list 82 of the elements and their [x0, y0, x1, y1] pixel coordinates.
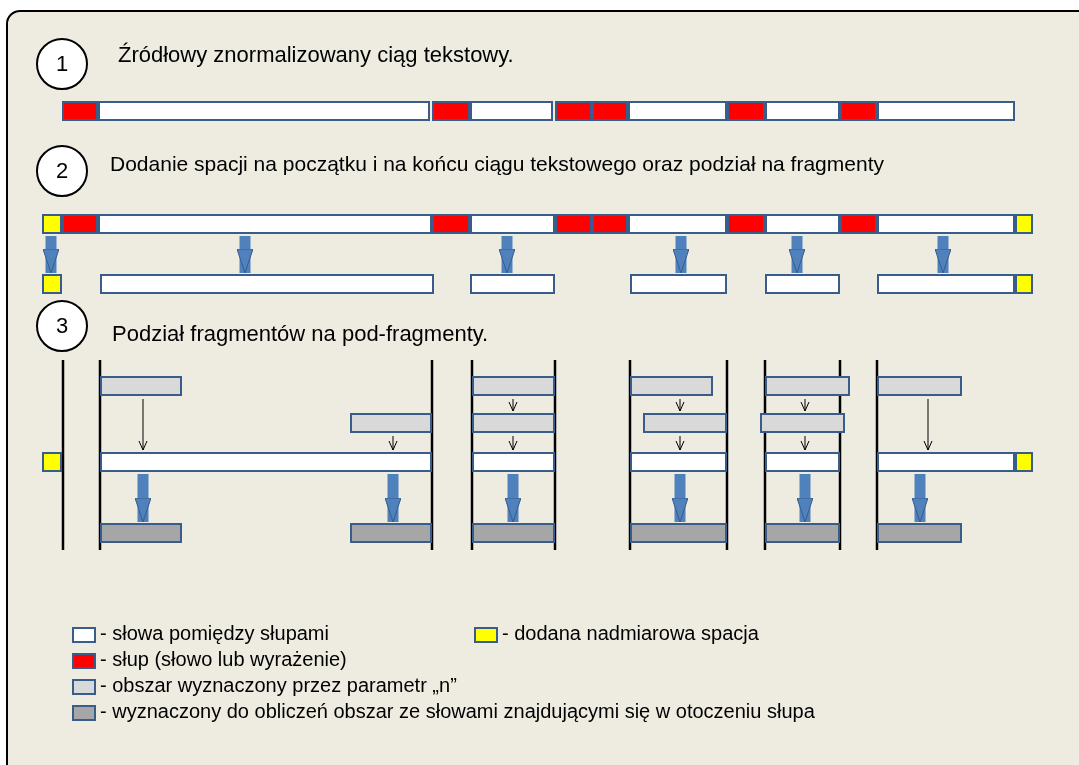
window-bar: [472, 413, 555, 433]
word-bar: [765, 214, 840, 234]
legend-text: - słup (słowo lub wyrażenie): [100, 648, 347, 671]
word-bar: [472, 452, 555, 472]
pillar-bar: [432, 214, 470, 234]
arrow: [675, 435, 685, 451]
block-arrow: [788, 236, 806, 274]
legend-text: - wyznaczony do obliczeń obszar ze słowami znajdującymi się w otoczeniu słupa: [100, 700, 815, 723]
window-bar: [472, 376, 555, 396]
legend-text: - dodana nadmiarowa spacja: [502, 622, 759, 645]
arrow: [800, 435, 810, 451]
word-bar: [765, 101, 840, 121]
window-bar: [100, 376, 182, 396]
word-bar: [877, 214, 1015, 234]
step-heading: Dodanie spacji na początku i na końcu ciągu tekstowego oraz podział na fragmenty: [110, 152, 884, 176]
word-bar: [765, 452, 840, 472]
block-arrow: [504, 474, 522, 523]
word-bar: [877, 101, 1015, 121]
pillar-bar: [62, 214, 98, 234]
context-bar: [877, 523, 962, 543]
block-arrow: [796, 474, 814, 523]
word-bar: [98, 214, 432, 234]
pillar-bar: [592, 101, 628, 121]
word-bar: [630, 452, 727, 472]
pillar-bar: [555, 101, 592, 121]
word-bar: [100, 452, 432, 472]
space-bar: [1015, 214, 1033, 234]
pillar-bar: [727, 214, 765, 234]
context-bar: [472, 523, 555, 543]
block-arrow: [911, 474, 929, 523]
word-bar: [877, 274, 1015, 294]
pillar-bar: [555, 214, 592, 234]
word-bar: [630, 274, 727, 294]
window-bar: [630, 376, 713, 396]
word-bar: [100, 274, 434, 294]
arrow: [508, 435, 518, 451]
block-arrow: [134, 474, 152, 523]
context-bar: [765, 523, 840, 543]
block-arrow: [672, 236, 690, 274]
block-arrow: [671, 474, 689, 523]
arrow: [508, 398, 518, 412]
block-arrow: [42, 236, 60, 274]
context-bar: [350, 523, 432, 543]
legend-text: - obszar wyznaczony przez parametr „n”: [100, 674, 457, 697]
pillar-bar: [62, 101, 98, 121]
space-bar: [1015, 452, 1033, 472]
pillar-bar: [840, 214, 877, 234]
arrow: [388, 435, 398, 451]
word-bar: [470, 101, 553, 121]
space-bar: [42, 214, 62, 234]
context-bar: [630, 523, 727, 543]
space-bar: [42, 274, 62, 294]
word-bar: [470, 214, 555, 234]
window-bar: [760, 413, 845, 433]
window-bar: [643, 413, 727, 433]
arrow: [923, 398, 933, 451]
pillar-bar: [727, 101, 765, 121]
word-bar: [877, 452, 1015, 472]
word-bar: [765, 274, 840, 294]
word-bar: [628, 101, 727, 121]
arrow: [800, 398, 810, 412]
block-arrow: [498, 236, 516, 274]
space-bar: [1015, 274, 1033, 294]
arrow: [138, 398, 148, 451]
pillar-bar: [432, 101, 470, 121]
pillar-bar: [840, 101, 877, 121]
pillar-bar: [592, 214, 628, 234]
block-arrow: [236, 236, 254, 274]
word-bar: [628, 214, 727, 234]
window-bar: [350, 413, 432, 433]
window-bar: [765, 376, 850, 396]
legend-text: - słowa pomiędzy słupami: [100, 622, 329, 645]
window-bar: [877, 376, 962, 396]
arrow: [675, 398, 685, 412]
space-bar: [42, 452, 62, 472]
step-heading: Podział fragmentów na pod-fragmenty.: [112, 321, 489, 347]
word-bar: [470, 274, 555, 294]
step-heading: Źródłowy znormalizowany ciąg tekstowy.: [118, 42, 514, 68]
block-arrow: [934, 236, 952, 274]
block-arrow: [384, 474, 402, 523]
word-bar: [98, 101, 430, 121]
context-bar: [100, 523, 182, 543]
